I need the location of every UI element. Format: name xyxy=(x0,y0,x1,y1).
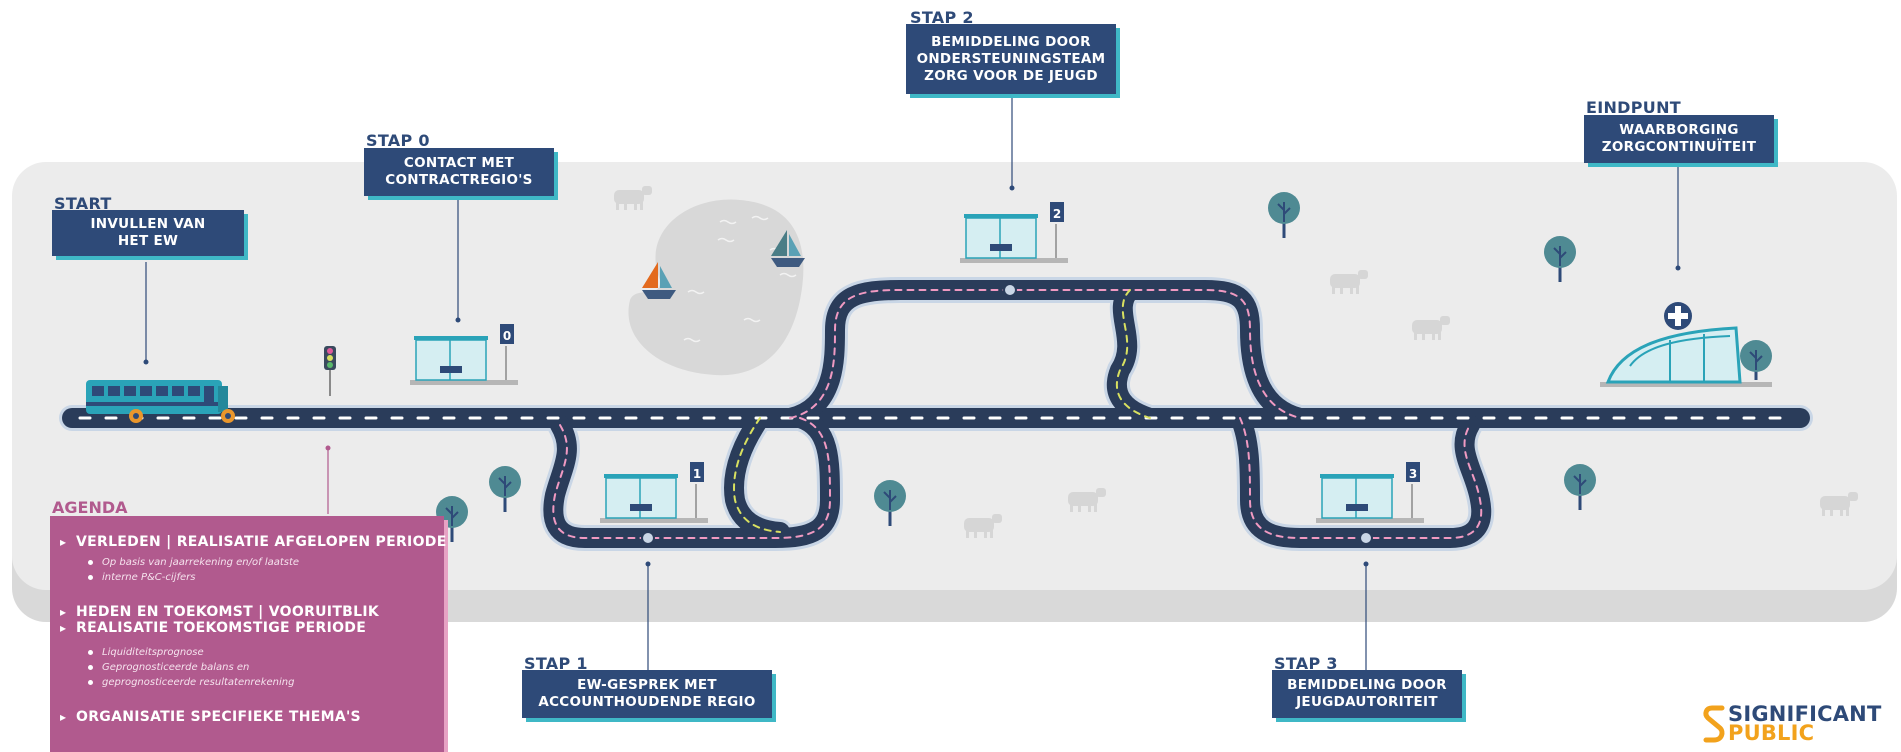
road-network xyxy=(59,277,1813,551)
eindpunt-line-2: ZORGCONTINUÏTEIT xyxy=(1601,139,1757,155)
eindpunt-line-1: WAARBORGING xyxy=(1619,122,1739,138)
tree-icon xyxy=(874,480,906,526)
agenda-panel: VERLEDEN | REALISATIE AFGELOPEN PERIODE … xyxy=(50,516,447,752)
stap3-box: BEMIDDELING DOOR JEUGDAUTORITEIT xyxy=(1272,670,1462,718)
start-line-2: HET EW xyxy=(117,233,179,249)
tree-icon xyxy=(1544,236,1576,282)
bus-stop-icon: 2 xyxy=(960,202,1068,263)
stap2-box: BEMIDDELING DOOR ONDERSTEUNINGSTEAM ZORG… xyxy=(906,24,1116,94)
cow-icon xyxy=(614,186,652,210)
stap0-line-2: CONTRACTREGIO'S xyxy=(385,172,533,188)
sailboat-icon xyxy=(642,262,676,299)
agenda-item-verleden: VERLEDEN | REALISATIE AFGELOPEN PERIODE xyxy=(60,534,447,551)
stap0-line-1: CONTACT MET xyxy=(403,155,515,171)
bus-icon xyxy=(86,380,235,423)
agenda-sub-item: Liquiditeitsprognose xyxy=(88,647,204,658)
stap0-heading: STAP 0 xyxy=(366,131,430,150)
logo-line-1: SIGNIFICANT xyxy=(1728,702,1882,726)
bus-stop-number: 1 xyxy=(693,467,701,481)
agenda-heading: AGENDA xyxy=(52,498,128,517)
stap2-line-3: ZORG VOOR DE JEUGD xyxy=(924,67,1098,84)
stap1-heading: STAP 1 xyxy=(524,654,588,673)
stap2-line-2: ONDERSTEUNINGSTEAM xyxy=(916,50,1106,67)
tree-icon xyxy=(1268,192,1300,238)
cow-icon xyxy=(1330,270,1368,294)
tree-icon xyxy=(1740,340,1772,380)
stap1-line-1: EW-GESPREK MET xyxy=(577,677,717,693)
start-heading: START xyxy=(54,194,112,213)
bus-stop-icon: 0 xyxy=(410,324,518,385)
agenda-item-heden-cont: REALISATIE TOEKOMSTIGE PERIODE xyxy=(60,620,366,637)
start-box: INVULLEN VAN HET EW xyxy=(52,210,244,256)
sailboat-icon xyxy=(771,230,805,267)
cow-icon xyxy=(1068,488,1106,512)
agenda-item-themas: ORGANISATIE SPECIFIEKE THEMA'S xyxy=(60,709,361,726)
bus-stop-icon: 1 xyxy=(600,462,708,523)
stap3-heading: STAP 3 xyxy=(1274,654,1338,673)
bus-stop-number: 2 xyxy=(1053,207,1061,221)
stap2-heading: STAP 2 xyxy=(910,8,974,27)
stap2-line-1: BEMIDDELING DOOR xyxy=(931,33,1091,50)
logo-line-2: PUBLIC xyxy=(1728,721,1815,745)
cow-icon xyxy=(1820,492,1858,516)
stap0-box: CONTACT MET CONTRACTREGIO'S xyxy=(364,148,554,196)
cow-icon xyxy=(964,514,1002,538)
stap1-line-2: ACCOUNTHOUDENDE REGIO xyxy=(538,694,756,710)
logo-s-icon xyxy=(1703,705,1725,743)
agenda-sub-item: Geprognosticeerde balans en xyxy=(87,662,250,673)
stap1-box: EW-GESPREK MET ACCOUNTHOUDENDE REGIO xyxy=(522,670,772,718)
bus-stop-number: 3 xyxy=(1409,467,1417,481)
stap3-line-2: JEUGDAUTORITEIT xyxy=(1296,694,1438,710)
agenda-item-heden: HEDEN EN TOEKOMST | VOORUITBLIK xyxy=(60,604,379,621)
traffic-light-icon xyxy=(324,346,336,396)
bus-stop-icon: 3 xyxy=(1316,462,1424,523)
hospital-icon xyxy=(1600,302,1772,387)
lake xyxy=(628,199,804,376)
tree-icon xyxy=(1564,464,1596,510)
eindpunt-box: WAARBORGING ZORGCONTINUÏTEIT xyxy=(1584,115,1774,163)
agenda-sub-item-cont: interne P&C-cijfers xyxy=(87,572,196,583)
logo-text: SIGNIFICANT PUBLIC xyxy=(1728,702,1882,745)
tree-icon xyxy=(489,466,521,512)
agenda-sub-item-cont: geprognosticeerde resultatenrekening xyxy=(87,677,295,688)
tree-icon xyxy=(436,496,468,542)
bus-stop-number: 0 xyxy=(503,329,511,343)
connector-lines xyxy=(145,96,1679,670)
ground-area xyxy=(12,162,1897,590)
stap3-line-1: BEMIDDELING DOOR xyxy=(1287,677,1447,693)
start-line-1: INVULLEN VAN xyxy=(90,216,206,232)
agenda-sub-item: Op basis van jaarrekening en/of laatste xyxy=(87,557,300,568)
eindpunt-heading: EINDPUNT xyxy=(1586,98,1681,117)
cow-icon xyxy=(1412,316,1450,340)
